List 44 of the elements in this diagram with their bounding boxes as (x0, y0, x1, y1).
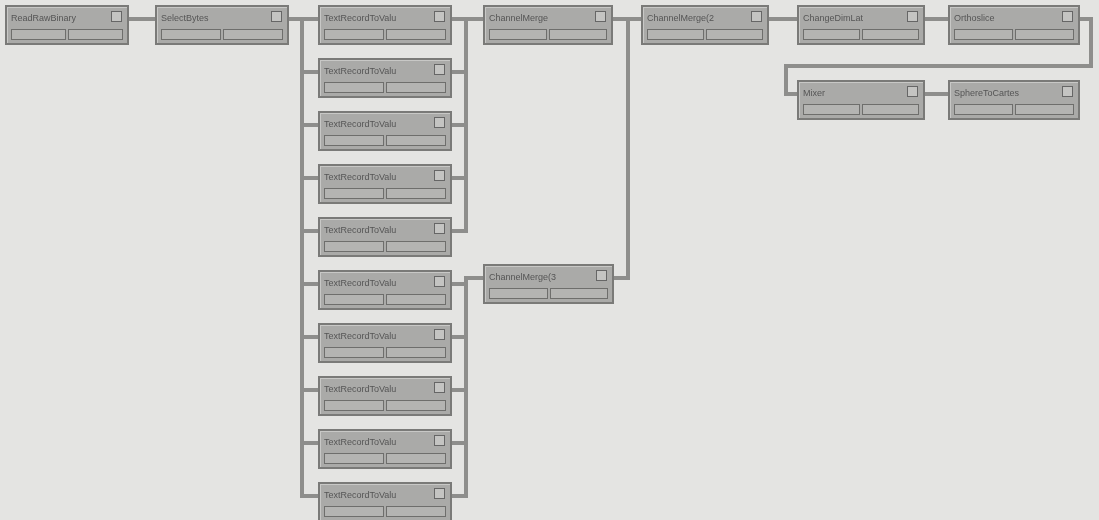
module-name: TextRecordToValu (324, 490, 397, 500)
module-box (318, 58, 452, 98)
module-name: SphereToCartes (954, 88, 1020, 98)
module-name: ChangeDimLat (803, 13, 864, 23)
connector-line (784, 17, 1093, 96)
module-name: TextRecordToValu (324, 331, 397, 341)
module-box (641, 5, 769, 45)
module-name: TextRecordToValu (324, 437, 397, 447)
module-name: SelectBytes (161, 13, 209, 23)
module-box (797, 80, 925, 120)
module-box (318, 376, 452, 416)
module-name: ChannelMerge(2 (647, 13, 715, 23)
connector-line (129, 17, 155, 21)
module-box (318, 5, 452, 45)
module-name: TextRecordToValu (324, 66, 397, 76)
module-name: TextRecordToValu (324, 13, 397, 23)
module-name: ChannelMerge(3 (489, 272, 557, 282)
module-box (948, 80, 1080, 120)
connector-line (769, 17, 797, 21)
module-box (155, 5, 289, 45)
module-name: ChannelMerge (489, 13, 549, 23)
module-name: TextRecordToValu (324, 119, 397, 129)
module-box (318, 323, 452, 363)
module-name: TextRecordToValu (324, 225, 397, 235)
module-name: TextRecordToValu (324, 384, 397, 394)
module-name: Mixer (803, 88, 825, 98)
module-box (483, 264, 614, 304)
module-box (318, 217, 452, 257)
module-box (318, 111, 452, 151)
module-box (948, 5, 1080, 45)
module-name: TextRecordToValu (324, 172, 397, 182)
connector-line (925, 92, 948, 96)
module-box (318, 270, 452, 310)
module-box (5, 5, 129, 45)
connector-line (925, 17, 948, 21)
module-box (318, 164, 452, 204)
module-box (318, 482, 452, 520)
module-box (797, 5, 925, 45)
module-box (483, 5, 613, 45)
module-name: ReadRawBinary (11, 13, 77, 23)
module-name: Orthoslice (954, 13, 995, 23)
module-name: TextRecordToValu (324, 278, 397, 288)
module-box (318, 429, 452, 469)
connector-line (614, 17, 641, 280)
